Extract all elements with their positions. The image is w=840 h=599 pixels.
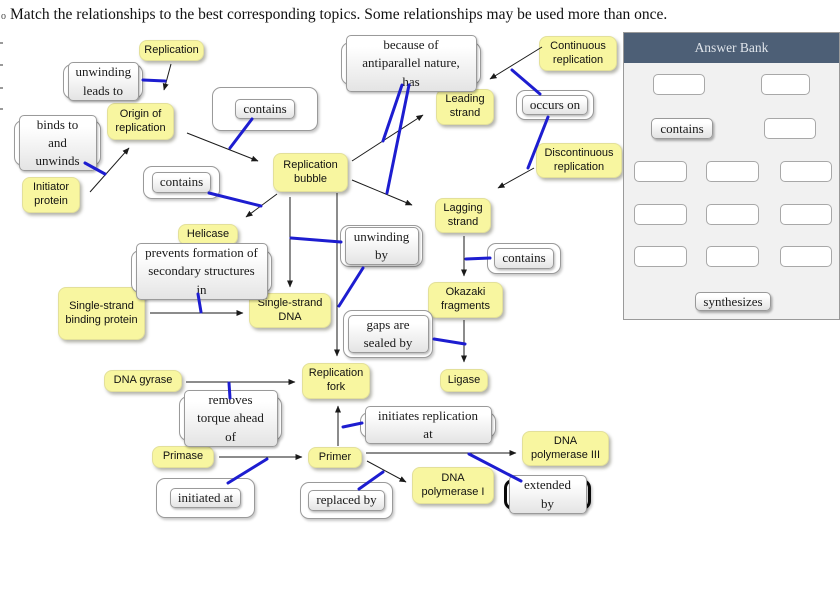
topic-single-strand-binding-protein: Single-strand binding protein — [58, 287, 145, 340]
question-number-fragment: o — [1, 11, 6, 22]
topic-initiator-protein: Initiator protein — [22, 177, 80, 213]
relationship-target-binds-to-and-unwinds[interactable]: binds to and unwinds — [14, 114, 101, 172]
topic-arrow-2 — [186, 132, 259, 162]
relationship-target-removes-torque-ahead-of[interactable]: removes torque ahead of — [179, 390, 282, 447]
topic-ligase: Ligase — [440, 369, 488, 392]
relationship-chip-replaced-by[interactable]: replaced by — [308, 490, 385, 511]
topic-helicase: Helicase — [178, 224, 238, 245]
bank-slot-1[interactable] — [761, 74, 810, 95]
relationship-chip-gaps-are-sealed-by[interactable]: gaps are sealed by — [347, 314, 429, 354]
relationship-link-0 — [141, 78, 167, 83]
topic-arrow-7 — [489, 46, 543, 80]
relationship-chip-because-of-antiparallel[interactable]: because of antiparallel nature, has — [345, 35, 477, 92]
relationship-target-replaced-by[interactable]: replaced by — [300, 482, 393, 519]
bank-slot-5[interactable] — [706, 161, 759, 182]
relationship-chip-contains-3[interactable]: contains — [494, 248, 554, 269]
relationship-target-contains-1[interactable]: contains — [212, 87, 318, 131]
topic-primase: Primase — [152, 446, 214, 468]
topic-arrow-6 — [351, 179, 413, 206]
topic-okazaki-fragments: Okazaki fragments — [428, 282, 503, 318]
relationship-target-gaps-are-sealed-by[interactable]: gaps are sealed by — [343, 310, 433, 358]
relationship-target-initiated-at[interactable]: initiated at — [156, 478, 255, 518]
relationship-target-occurs-on[interactable]: occurs on — [516, 90, 594, 120]
topic-dna-polymerase-iii: DNA polymerase III — [522, 431, 609, 466]
relationship-chip-prevents-formation[interactable]: prevents formation of secondary structur… — [135, 243, 268, 300]
topic-discontinuous-replication: Discontinuous replication — [536, 143, 622, 178]
bank-slot-11[interactable] — [706, 246, 759, 267]
bank-slot-9[interactable] — [780, 204, 832, 225]
topic-primer: Primer — [308, 447, 362, 468]
bank-slot-0[interactable] — [653, 74, 705, 95]
bank-slot-6[interactable] — [780, 161, 832, 182]
topic-origin-of-replication: Origin of replication — [107, 103, 174, 140]
bank-slot-12[interactable] — [780, 246, 832, 267]
topic-replication-fork: Replication fork — [302, 363, 370, 399]
topic-dna-polymerase-i: DNA polymerase I — [412, 467, 494, 504]
relationship-link-9 — [337, 266, 365, 308]
relationship-link-4 — [381, 83, 404, 143]
relationship-target-extended-by[interactable]: extended by — [504, 475, 591, 514]
bank-slot-7[interactable] — [634, 204, 687, 225]
left-edge-mark-3 — [0, 108, 3, 110]
relationship-target-prevents-formation[interactable]: prevents formation of secondary structur… — [131, 243, 272, 300]
relationship-target-unwinding-by[interactable]: unwinding by — [340, 225, 423, 267]
answer-bank-panel: Answer Bank contains synthesizes — [623, 32, 840, 320]
topic-lagging-strand: Lagging strand — [435, 198, 491, 233]
relationship-chip-initiated-at[interactable]: initiated at — [169, 487, 242, 509]
topic-replication-bubble: Replication bubble — [273, 153, 348, 192]
relationship-link-5 — [385, 83, 411, 195]
relationship-chip-initiates-replication-at[interactable]: initiates replication at — [364, 405, 492, 445]
bank-slot-8[interactable] — [706, 204, 759, 225]
relationship-chip-contains-1[interactable]: contains — [235, 98, 295, 120]
relationship-target-contains-3[interactable]: contains — [487, 243, 561, 274]
relationship-chip-contains-2[interactable]: contains — [151, 172, 212, 193]
bank-chip-contains[interactable]: contains — [651, 118, 713, 139]
topic-arrow-5 — [351, 114, 424, 162]
relationship-chip-removes-torque-ahead-of[interactable]: removes torque ahead of — [183, 390, 278, 447]
bank-slot-3[interactable] — [764, 118, 816, 139]
relationship-chip-extended-by[interactable]: extended by — [508, 475, 587, 514]
relationship-chip-binds-to-and-unwinds[interactable]: binds to and unwinds — [18, 114, 97, 172]
left-edge-mark-0 — [0, 42, 3, 44]
relationship-target-initiates-replication-at[interactable]: initiates replication at — [360, 405, 496, 445]
answer-bank-title: Answer Bank — [624, 33, 839, 63]
bank-chip-synthesizes[interactable]: synthesizes — [695, 292, 771, 311]
relationship-chip-occurs-on[interactable]: occurs on — [521, 94, 589, 116]
topic-arrow-17 — [366, 460, 407, 483]
left-edge-mark-1 — [0, 64, 3, 66]
relationship-chip-unwinding-by[interactable]: unwinding by — [344, 226, 419, 266]
relationship-target-unwinding-leads-to[interactable]: unwinding leads to — [63, 62, 143, 101]
topic-arrow-0 — [162, 63, 172, 91]
topic-dna-gyrase: DNA gyrase — [104, 370, 182, 392]
relationship-link-12 — [432, 337, 467, 346]
relationship-link-8 — [289, 236, 343, 244]
topic-replication: Replication — [139, 40, 204, 61]
topic-leading-strand: Leading strand — [436, 89, 494, 125]
bank-slot-4[interactable] — [634, 161, 687, 182]
page-title: Match the relationships to the best corr… — [10, 6, 668, 23]
bank-slot-10[interactable] — [634, 246, 687, 267]
relationship-target-because-of-antiparallel[interactable]: because of antiparallel nature, has — [341, 35, 481, 92]
topic-arrow-8 — [497, 167, 535, 189]
relationship-target-contains-2[interactable]: contains — [143, 166, 220, 199]
topic-continuous-replication: Continuous replication — [539, 36, 617, 71]
left-edge-mark-2 — [0, 87, 3, 89]
topic-arrow-3 — [245, 193, 278, 218]
relationship-chip-unwinding-leads-to[interactable]: unwinding leads to — [67, 62, 139, 101]
